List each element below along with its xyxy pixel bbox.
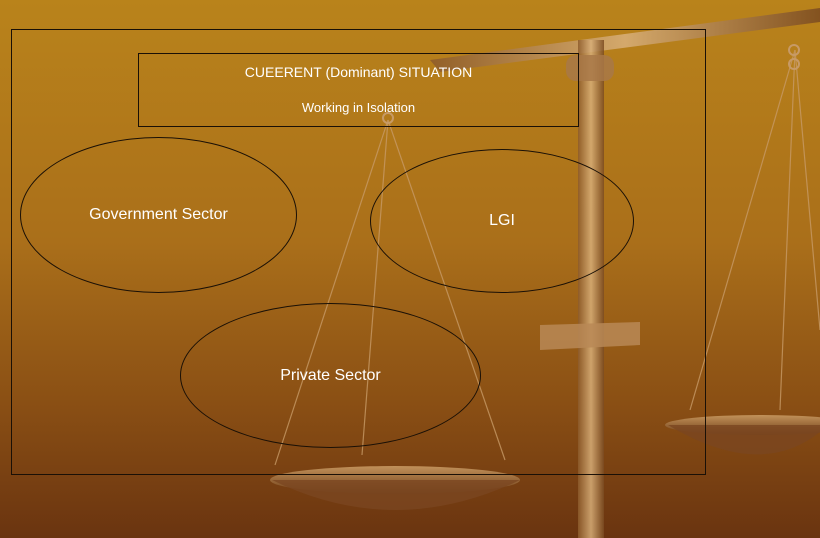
lgi-label: LGI (489, 212, 515, 229)
private-sector-ellipse: Private Sector (180, 303, 481, 448)
situation-title-box: CUEERENT (Dominant) SITUATION Working in… (138, 53, 579, 127)
government-sector-ellipse: Government Sector (20, 137, 297, 293)
diagram-frame (11, 29, 706, 475)
situation-subtitle: Working in Isolation (301, 100, 416, 115)
situation-title: CUEERENT (Dominant) SITUATION (244, 64, 473, 80)
government-sector-label: Government Sector (89, 206, 228, 223)
private-sector-label: Private Sector (280, 366, 381, 384)
lgi-ellipse: LGI (370, 149, 634, 293)
